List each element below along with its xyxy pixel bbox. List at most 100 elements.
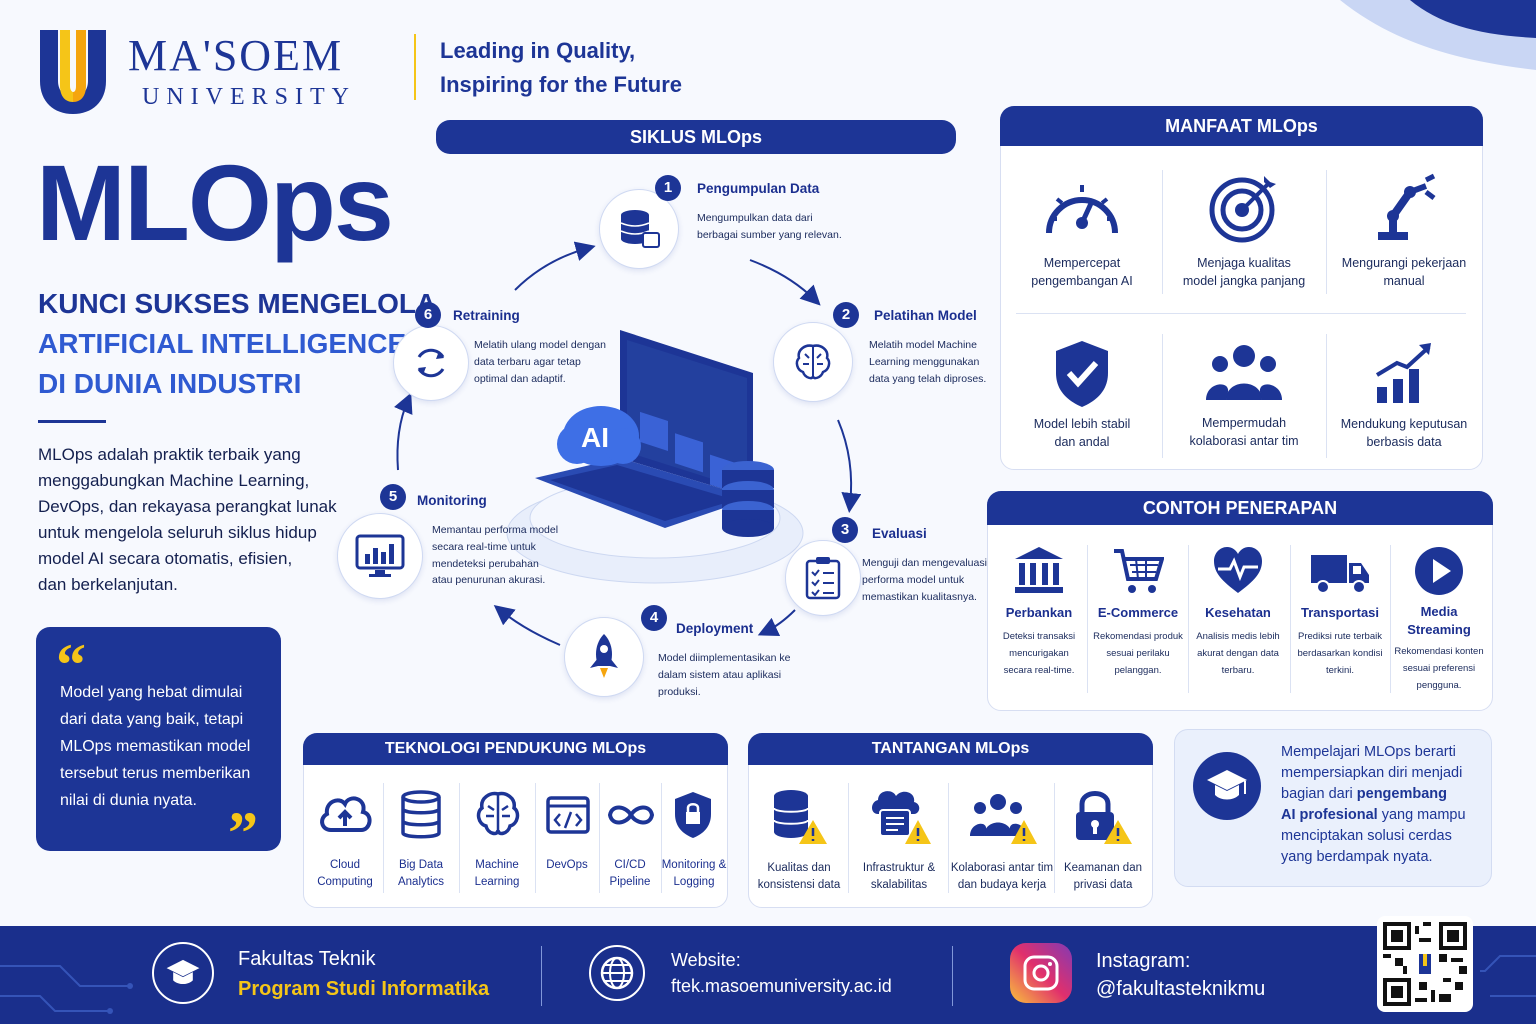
database-warning-icon bbox=[773, 790, 827, 844]
divider bbox=[1188, 545, 1189, 693]
globe-icon bbox=[600, 956, 634, 990]
closing-line: bagian dari pengembang bbox=[1281, 784, 1466, 805]
target-icon bbox=[1204, 168, 1284, 248]
divider bbox=[848, 783, 849, 893]
intro-line: menggabungkan Machine Learning, bbox=[38, 471, 310, 490]
quote-line: tersebut terus memberikan bbox=[60, 765, 251, 782]
step-6-circle bbox=[393, 325, 469, 401]
quote-line: MLOps memastikan model bbox=[60, 738, 251, 755]
divider bbox=[1290, 545, 1291, 693]
step-desc-line: Learning menggunakan bbox=[869, 355, 980, 368]
program-name: Program Studi Informatika bbox=[238, 978, 490, 1000]
benefit-line: model jangka panjang bbox=[1182, 274, 1306, 289]
tech-line: Cloud bbox=[329, 859, 361, 871]
tech-line: Computing bbox=[317, 876, 373, 889]
divider bbox=[1326, 334, 1327, 458]
challenge-line: dan budaya kerja bbox=[957, 879, 1047, 892]
app-desc-line: berdasarkan kondisi bbox=[1297, 648, 1383, 660]
brand-sub: UNIVERSITY bbox=[142, 84, 356, 110]
website-link[interactable]: ftek.masoemuniversity.ac.id bbox=[671, 976, 892, 996]
step-desc-line: Mengumpulkan data dari bbox=[697, 212, 813, 224]
step-4-number: 4 bbox=[641, 605, 667, 631]
hero-subtitle-2: ARTIFICIAL INTELLIGENCE bbox=[38, 328, 407, 359]
tagline-1: Leading in Quality, bbox=[440, 38, 636, 63]
database-stack-icon bbox=[722, 461, 774, 537]
step-2-desc: Melatih model Machine Learning menggunak… bbox=[869, 337, 986, 387]
app-desc-line: terbaru. bbox=[1221, 665, 1255, 677]
step-4-circle bbox=[564, 617, 644, 697]
team-icon bbox=[1204, 332, 1284, 412]
app-title: E-Commerce bbox=[1097, 605, 1179, 620]
quote-box: “ Model yang hebat dimulai dari data yan… bbox=[36, 627, 281, 866]
code-window-icon bbox=[546, 796, 590, 834]
tech-devops: DevOps bbox=[537, 857, 597, 874]
robot-arm-icon bbox=[1364, 168, 1444, 248]
step-desc-line: berbagai sumber yang relevan. bbox=[697, 228, 842, 241]
intro-line: untuk mengelola seluruh siklus hidup bbox=[38, 523, 317, 542]
benefit-line: dan andal bbox=[1054, 435, 1110, 450]
challenge-line: Kualitas dan bbox=[767, 862, 831, 874]
app-desc-line: sesuai preferensi bbox=[1402, 663, 1476, 675]
divider bbox=[1087, 545, 1088, 693]
intro-line: DevOps, dan rekayasa perangkat lunak bbox=[38, 497, 337, 516]
benefit-line: pengembangan AI bbox=[1031, 274, 1133, 289]
closing-line: yang berdampak nyata. bbox=[1281, 849, 1433, 865]
quote-line: dari data yang baik, tetapi bbox=[60, 711, 244, 728]
intro-text: MLOps adalah praktik terbaik yang mengga… bbox=[38, 442, 337, 598]
instagram-icon[interactable] bbox=[1010, 943, 1072, 1003]
refresh-icon bbox=[417, 348, 445, 378]
divider bbox=[948, 783, 949, 893]
step-desc-line: mendeteksi perubahan bbox=[432, 557, 539, 570]
app-title-line: Streaming bbox=[1407, 622, 1471, 637]
cycle-title: SIKLUS MLOps bbox=[436, 120, 956, 154]
step-1-title: Pengumpulan Data bbox=[697, 181, 820, 196]
step-desc-line: dalam sistem atau aplikasi bbox=[658, 668, 782, 681]
cycle-arrows bbox=[394, 241, 862, 646]
database-icon bbox=[401, 790, 441, 839]
quote-text: Model yang hebat dimulai dari data yang … bbox=[60, 679, 250, 814]
step-2-number: 2 bbox=[833, 302, 859, 328]
step-2-title: Pelatihan Model bbox=[874, 308, 977, 323]
divider bbox=[1390, 545, 1391, 693]
challenge-line: privasi data bbox=[1073, 879, 1133, 892]
step-desc-line: Melatih model Machine bbox=[869, 339, 977, 351]
close-quote-icon: ” bbox=[228, 800, 258, 866]
step-desc-line: Model diimplementasikan ke bbox=[658, 652, 791, 664]
footer-divider bbox=[952, 946, 953, 1006]
cart-icon bbox=[1114, 549, 1164, 593]
shield-lock-icon bbox=[675, 792, 711, 838]
benefit-line: berbasis data bbox=[1366, 435, 1442, 450]
benefit-line: Mengurangi pekerjaan bbox=[1341, 256, 1467, 270]
website-circle[interactable] bbox=[589, 945, 645, 1001]
closing-fragment: yang mampu bbox=[1377, 807, 1466, 823]
benefits-hdivider bbox=[1016, 313, 1466, 314]
instagram-handle[interactable]: @fakultasteknikmu bbox=[1096, 978, 1266, 1000]
app-title: Transportasi bbox=[1300, 605, 1380, 620]
step-6-number: 6 bbox=[415, 302, 441, 328]
tech-title: TEKNOLOGI PENDUKUNG MLOps bbox=[303, 733, 728, 765]
header-divider bbox=[414, 34, 416, 100]
challenge-line: Infrastruktur & bbox=[862, 862, 936, 874]
divider bbox=[599, 783, 600, 893]
tech-line: Pipeline bbox=[609, 876, 651, 889]
closing-highlight: pengembang bbox=[1356, 786, 1448, 802]
ai-label: AI bbox=[581, 422, 609, 453]
qr-code[interactable] bbox=[1377, 916, 1473, 1012]
footer-divider bbox=[541, 946, 542, 1006]
tech-line: Analytics bbox=[397, 876, 445, 889]
closing-line: Mempelajari MLOps berarti bbox=[1281, 744, 1456, 760]
app-desc-line: Rekomendasi produk bbox=[1093, 631, 1183, 642]
university-logo bbox=[36, 26, 110, 116]
step-3-circle bbox=[785, 540, 861, 616]
